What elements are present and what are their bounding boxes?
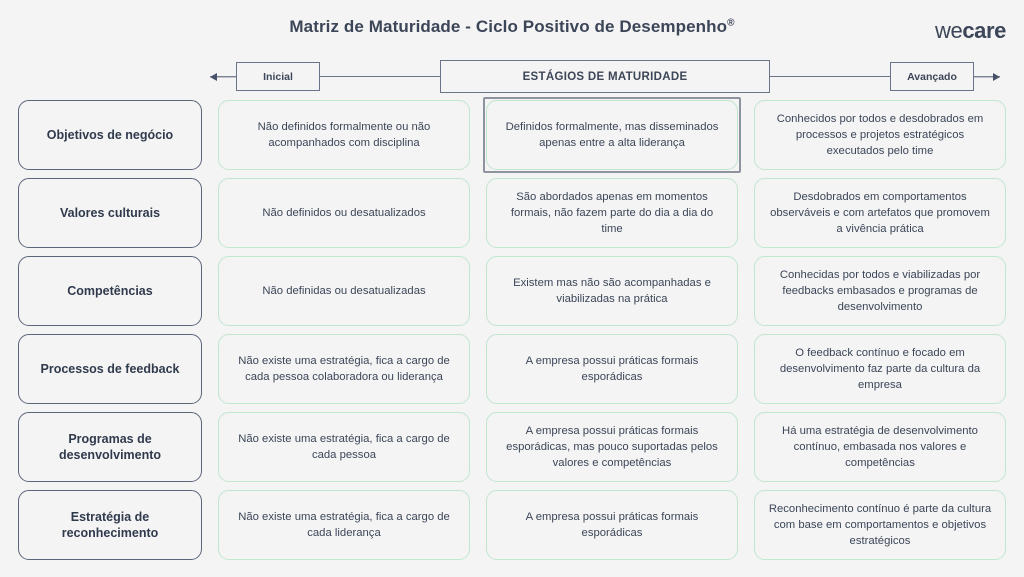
matrix-cell[interactable]: Não definidos ou desatualizados <box>218 178 470 248</box>
matrix-cell[interactable]: Não existe uma estratégia, fica a cargo … <box>218 490 470 560</box>
row-label: Programas de desenvolvimento <box>18 412 202 482</box>
matrix-cell[interactable]: A empresa possui práticas formais esporá… <box>486 490 738 560</box>
matrix-cell[interactable]: Definidos formalmente, mas disseminados … <box>483 97 741 173</box>
arrow-left-icon <box>210 71 236 83</box>
row-label: Competências <box>18 256 202 326</box>
matrix-cell[interactable]: Não definidas ou desatualizadas <box>218 256 470 326</box>
matrix-cell[interactable]: O feedback contínuo e focado em desenvol… <box>754 334 1006 404</box>
matrix-cell[interactable]: Não existe uma estratégia, fica a cargo … <box>218 412 470 482</box>
registered-trademark-icon: ® <box>727 17 735 29</box>
stage-start-box: Inicial <box>236 62 320 91</box>
matrix-cell[interactable]: Não existe uma estratégia, fica a cargo … <box>218 334 470 404</box>
page-header: Matriz de Maturidade - Ciclo Positivo de… <box>0 0 1024 55</box>
matrix-row: Programas de desenvolvimento Não existe … <box>0 412 1024 482</box>
matrix-row: Processos de feedback Não existe uma est… <box>0 334 1024 404</box>
matrix-row: Valores culturais Não definidos ou desat… <box>0 178 1024 248</box>
wecare-logo: wecare <box>935 18 1006 44</box>
connector-line-right <box>770 75 890 78</box>
matrix-cell[interactable]: Conhecidos por todos e desdobrados em pr… <box>754 100 1006 170</box>
arrow-right-icon <box>974 71 1000 83</box>
row-label: Objetivos de negócio <box>18 100 202 170</box>
maturity-stage-bar: Inicial ESTÁGIOS DE MATURIDADE Avançado <box>210 60 1000 93</box>
matrix-cell[interactable]: Desdobrados em comportamentos observávei… <box>754 178 1006 248</box>
stage-end-box: Avançado <box>890 62 974 91</box>
matrix-row: Objetivos de negócio Não definidos forma… <box>0 97 1024 173</box>
row-label: Processos de feedback <box>18 334 202 404</box>
matrix-row: Competências Não definidas ou desatualiz… <box>0 256 1024 326</box>
matrix-cell[interactable]: Existem mas não são acompanhadas e viabi… <box>486 256 738 326</box>
stage-middle-box: ESTÁGIOS DE MATURIDADE <box>440 60 770 93</box>
matrix-cell[interactable]: Há uma estratégia de desenvolvimento con… <box>754 412 1006 482</box>
matrix-cell[interactable]: Conhecidas por todos e viabilizadas por … <box>754 256 1006 326</box>
matrix-cell[interactable]: Não definidos formalmente ou não acompan… <box>218 100 470 170</box>
page-title-text: Matriz de Maturidade - Ciclo Positivo de… <box>289 17 728 36</box>
matrix-cell[interactable]: Reconhecimento contínuo é parte da cultu… <box>754 490 1006 560</box>
row-label: Valores culturais <box>18 178 202 248</box>
matrix-cell[interactable]: A empresa possui práticas formais esporá… <box>486 334 738 404</box>
row-label: Estratégia de reconhecimento <box>18 490 202 560</box>
matrix-row: Estratégia de reconhecimento Não existe … <box>0 490 1024 560</box>
matrix-cell[interactable]: A empresa possui práticas formais esporá… <box>486 412 738 482</box>
maturity-matrix: Objetivos de negócio Não definidos forma… <box>0 97 1024 560</box>
page-title: Matriz de Maturidade - Ciclo Positivo de… <box>0 17 1024 37</box>
logo-care-text: care <box>962 18 1006 43</box>
connector-line-left <box>320 75 440 78</box>
matrix-cell[interactable]: São abordados apenas em momentos formais… <box>486 178 738 248</box>
logo-we-text: we <box>935 18 963 43</box>
